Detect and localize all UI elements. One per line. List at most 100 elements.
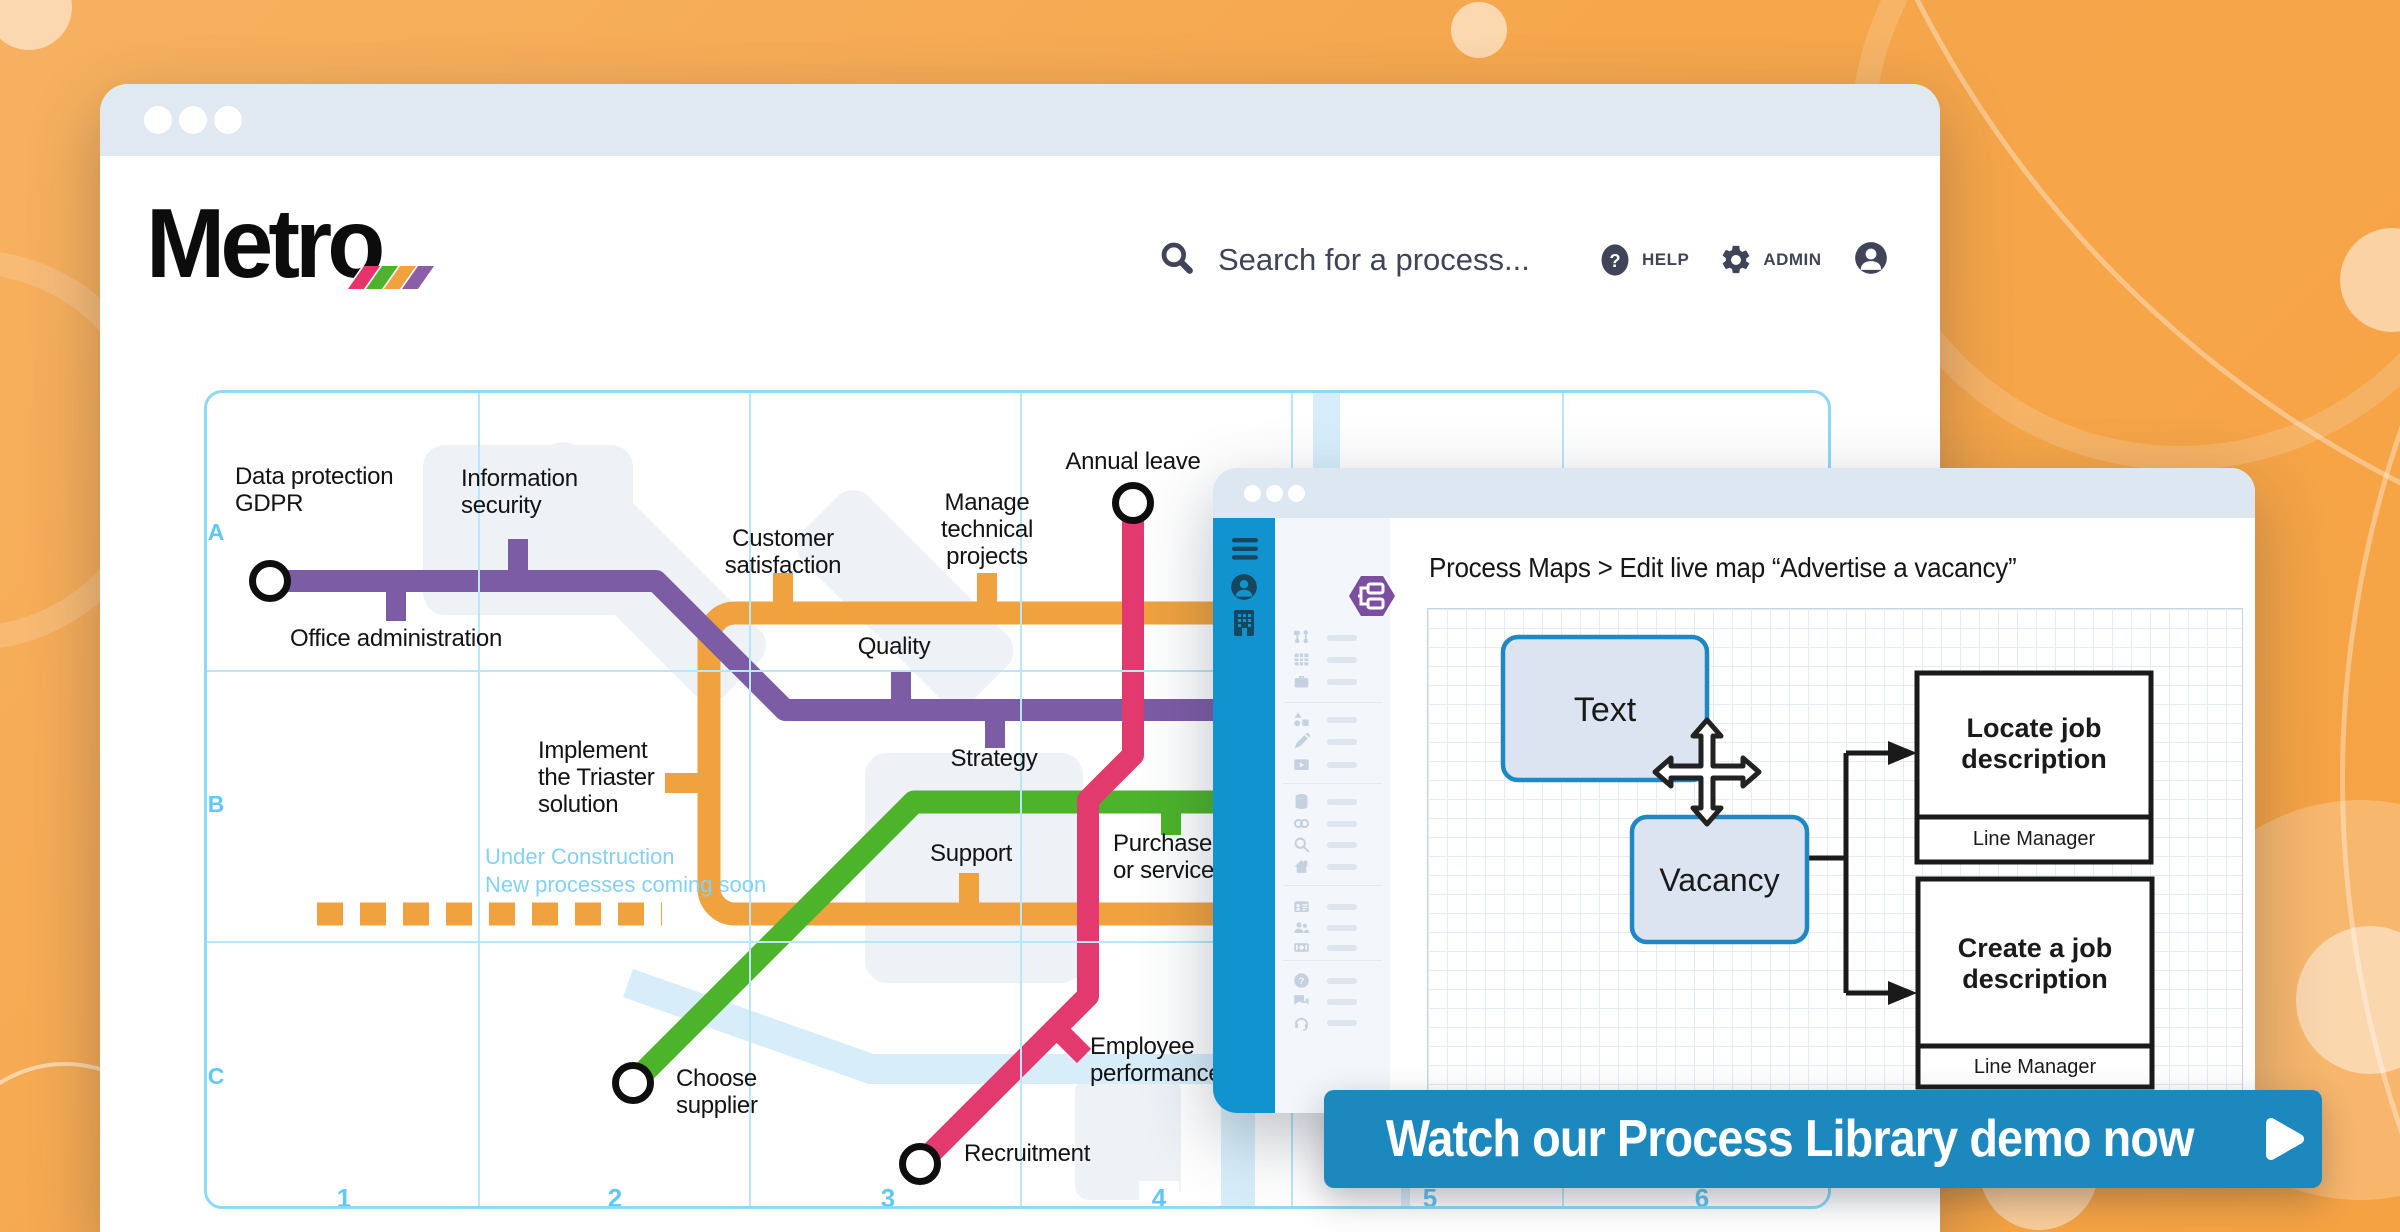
sidebar-item[interactable] (1275, 938, 1390, 958)
sidebar-item[interactable] (1275, 755, 1390, 775)
sidebar-item[interactable] (1275, 792, 1390, 812)
sidebar-item[interactable] (1275, 672, 1390, 692)
search-icon (1158, 239, 1196, 282)
account-button[interactable] (1852, 239, 1890, 282)
sidebar-item[interactable] (1275, 650, 1390, 670)
station-terminus-choose-supplier[interactable] (612, 1062, 654, 1104)
flow-task-locate (1914, 670, 2154, 865)
window-dot[interactable] (144, 106, 172, 134)
sidebar-item[interactable] (1275, 992, 1390, 1012)
app-logo[interactable]: Metro (146, 194, 546, 304)
editor-titlebar (1213, 468, 2255, 518)
station-label-office-administration[interactable]: Office administration (289, 625, 503, 652)
table-icon (1294, 653, 1309, 666)
station-label-annual-leave[interactable]: Annual leave (1065, 448, 1201, 475)
sidebar-divider (1283, 783, 1382, 784)
orange-line (317, 573, 1248, 926)
station-terminus-data-protection[interactable] (249, 560, 291, 602)
admin-label: ADMIN (1763, 250, 1822, 269)
process-navigator-logo-icon[interactable] (1349, 576, 1395, 616)
people-icon (1294, 922, 1310, 934)
window-dot[interactable] (1244, 485, 1261, 502)
editor-window: ? Process Maps > Edit live map “Advertis… (1213, 468, 2255, 1113)
window-dot[interactable] (179, 106, 207, 134)
window-dot[interactable] (1266, 485, 1283, 502)
editor-nav-strip (1213, 518, 1275, 1113)
sidebar-item[interactable] (1275, 897, 1390, 917)
id-card-icon (1294, 901, 1309, 913)
sidebar-item[interactable] (1275, 628, 1390, 648)
headset-icon (1295, 1017, 1308, 1031)
svg-text:?: ? (1609, 250, 1620, 271)
sidebar-item[interactable] (1275, 732, 1390, 752)
organisation-icon[interactable] (1232, 610, 1256, 641)
sidebar-item[interactable] (1275, 710, 1390, 730)
task-role-create: Line Manager (1973, 1056, 2097, 1078)
map-row-label: B (207, 789, 232, 819)
map-gridline (478, 393, 480, 1206)
arrowhead-icon (1888, 981, 1917, 1005)
station-label-support[interactable]: Support (930, 840, 1012, 867)
demo-cta-banner[interactable]: Watch our Process Library demo now (1324, 1090, 2322, 1188)
help-label: HELP (1642, 250, 1690, 269)
sidebar-item[interactable] (1275, 918, 1390, 938)
play-icon (2265, 1118, 2304, 1160)
flow-node-vacancy (1629, 814, 1810, 945)
home-icon (1294, 860, 1309, 873)
search-input[interactable] (1216, 241, 1636, 279)
sidebar-item[interactable] (1275, 857, 1390, 877)
user-icon[interactable] (1230, 573, 1258, 606)
decor-circle (0, 0, 72, 50)
help-icon: ? (1294, 973, 1309, 988)
database-icon (1295, 794, 1308, 809)
avatar-icon (1854, 241, 1887, 274)
station-label-strategy[interactable]: Strategy (950, 745, 1038, 772)
briefcase-icon (1294, 675, 1309, 688)
search-bar[interactable] (1158, 230, 1636, 290)
node-label-text[interactable]: Text (1573, 691, 1637, 729)
green-line (624, 790, 1248, 1092)
breadcrumb: Process Maps > Edit live map “Advertise … (1429, 552, 2017, 583)
flowchart-graphics (1500, 634, 2155, 1090)
map-gridline (207, 670, 1828, 672)
map-gridline (1020, 393, 1022, 1206)
sidebar-divider (1283, 702, 1382, 703)
node-label-vacancy[interactable]: Vacancy (1659, 862, 1780, 898)
purple-line (270, 539, 1248, 748)
logo-wordmark: Metro (146, 188, 385, 298)
station-terminus-annual-leave[interactable] (1112, 482, 1154, 524)
menu-icon[interactable] (1232, 538, 1258, 565)
banner-label: Watch our Process Library demo now (1386, 1110, 2195, 1168)
sidebar-item[interactable]: ? (1275, 971, 1390, 991)
map-col-label: 2 (595, 1181, 635, 1206)
sidebar-item[interactable] (1275, 835, 1390, 855)
chat-icon (1294, 995, 1309, 1005)
station-terminus-recruitment[interactable] (899, 1143, 941, 1185)
station-label-quality[interactable]: Quality (857, 633, 931, 660)
window-dot[interactable] (214, 106, 242, 134)
watermark-shape (1075, 1078, 1181, 1200)
map-row-label: A (207, 517, 232, 547)
sidebar-item[interactable] (1275, 814, 1390, 834)
editor-sidebar-panel: ? (1275, 518, 1395, 1113)
decor-circle (1451, 2, 1507, 58)
help-button[interactable]: ? HELP (1598, 243, 1689, 277)
station-label-recruitment[interactable]: Recruitment (964, 1140, 1091, 1167)
window-dot[interactable] (1288, 485, 1305, 502)
svg-text:?: ? (1299, 976, 1305, 986)
admin-button[interactable]: ADMIN (1719, 243, 1821, 277)
sidebar-item[interactable] (1275, 1013, 1390, 1033)
sitemap-icon (1293, 630, 1308, 644)
header-actions: ? HELP ADMIN (1598, 234, 1890, 286)
